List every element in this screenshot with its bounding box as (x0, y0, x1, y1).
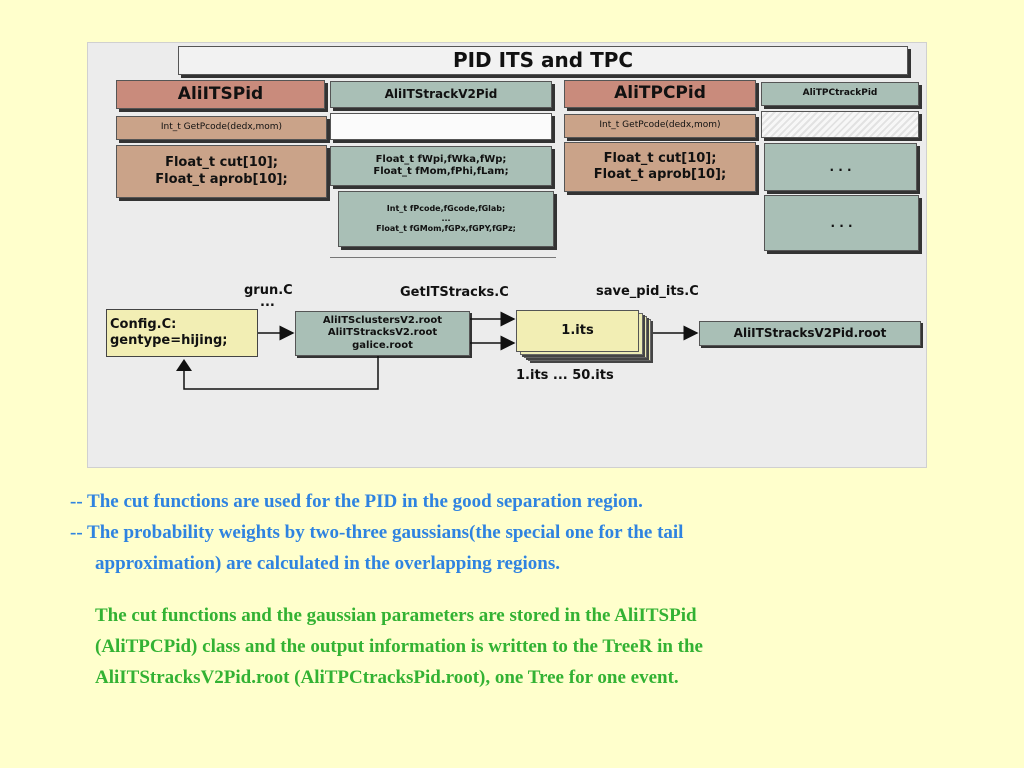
output-box: AliITStracksV2Pid.root (699, 321, 921, 346)
grun-label: grun.C (244, 283, 293, 298)
its-track-empty-method (330, 113, 552, 140)
config-box: Config.C: gentype=hijing; (106, 309, 258, 357)
bullet-1: -- The cut functions are used for the PI… (70, 491, 643, 512)
its-pid-members: Float_t cut[10]; Float_t aprob[10]; (116, 145, 327, 198)
its-pid-header: AliITSPid (116, 80, 325, 109)
its-track-members-gen: Int_t fPcode,fGcode,fGlab; ... Float_t f… (338, 191, 554, 247)
note-text: The cut functions and the gaussian param… (95, 600, 975, 693)
note-line-1: The cut functions and the gaussian param… (95, 605, 697, 626)
feedback-loop-line (183, 356, 379, 390)
its-track-member-weights: Float_t fWpi,fWka,fWp; (375, 153, 507, 165)
tpc-pid-method: Int_t GetPcode(dedx,mom) (564, 114, 756, 138)
file-tracks: AliITStracksV2.root (327, 327, 438, 339)
bullet-text: -- The cut functions are used for the PI… (70, 486, 970, 579)
files-box: AliITSclustersV2.root AliITStracksV2.roo… (295, 311, 470, 356)
its-track-member-gen-mom: Float_t fGMom,fGPx,fGPY,fGPz; (376, 224, 516, 233)
tpc-track-empty-method (761, 111, 919, 138)
save-pid-label: save_pid_its.C (596, 284, 699, 299)
getits-label: GetITStracks.C (400, 285, 509, 300)
its-track-member-dots: ... (441, 214, 451, 223)
its-pid-member-aprob: Float_t aprob[10]; (155, 171, 288, 187)
file-galice: galice.root (352, 339, 413, 351)
tpc-pid-member-cut: Float_t cut[10]; (603, 150, 717, 166)
config-line-2: gentype=hijing; (110, 333, 228, 348)
its-track-member-codes: Int_t fPcode,fGcode,fGlab; (386, 204, 506, 213)
note-line-3: AliITStracksV2Pid.root (AliTPCtracksPid.… (95, 667, 679, 688)
tpc-pid-header: AliTPCPid (564, 80, 756, 108)
its-track-header: AliITStrackV2Pid (330, 81, 552, 108)
its-pid-member-cut: Float_t cut[10]; (165, 155, 278, 171)
grun-dots: ... (260, 295, 275, 310)
its-pid-method: Int_t GetPcode(dedx,mom) (116, 116, 327, 140)
tpc-pid-members: Float_t cut[10]; Float_t aprob[10]; (564, 142, 756, 192)
stack-range-label: 1.its ... 50.its (516, 368, 614, 383)
config-line-1: Config.C: (110, 316, 177, 332)
its-track-members-weights: Float_t fWpi,fWka,fWp; Float_t fMom,fPhi… (330, 146, 552, 186)
tpc-pid-member-aprob: Float_t aprob[10]; (593, 167, 727, 182)
divider-line (330, 257, 556, 258)
file-clusters: AliITSclustersV2.root (322, 314, 443, 326)
tpc-track-ellipsis-1: . . . (764, 143, 917, 191)
tpc-track-ellipsis-2: . . . (764, 195, 919, 251)
diagram-title: PID ITS and TPC (178, 46, 908, 75)
its-track-member-kinematics: Float_t fMom,fPhi,fLam; (373, 166, 509, 177)
bullet-2-line-2: approximation) are calculated in the ove… (95, 553, 560, 574)
feedback-arrow-head (176, 359, 192, 371)
stack-card-front: 1.its (516, 310, 639, 352)
bullet-2-line-1: -- The probability weights by two-three … (70, 522, 684, 543)
pid-diagram: PID ITS and TPC AliITSPid Int_t GetPcode… (87, 42, 927, 468)
flow-arrows (176, 311, 699, 390)
note-line-2: (AliTPCPid) class and the output informa… (95, 636, 703, 657)
tpc-track-header: AliTPCtrackPid (761, 82, 919, 106)
